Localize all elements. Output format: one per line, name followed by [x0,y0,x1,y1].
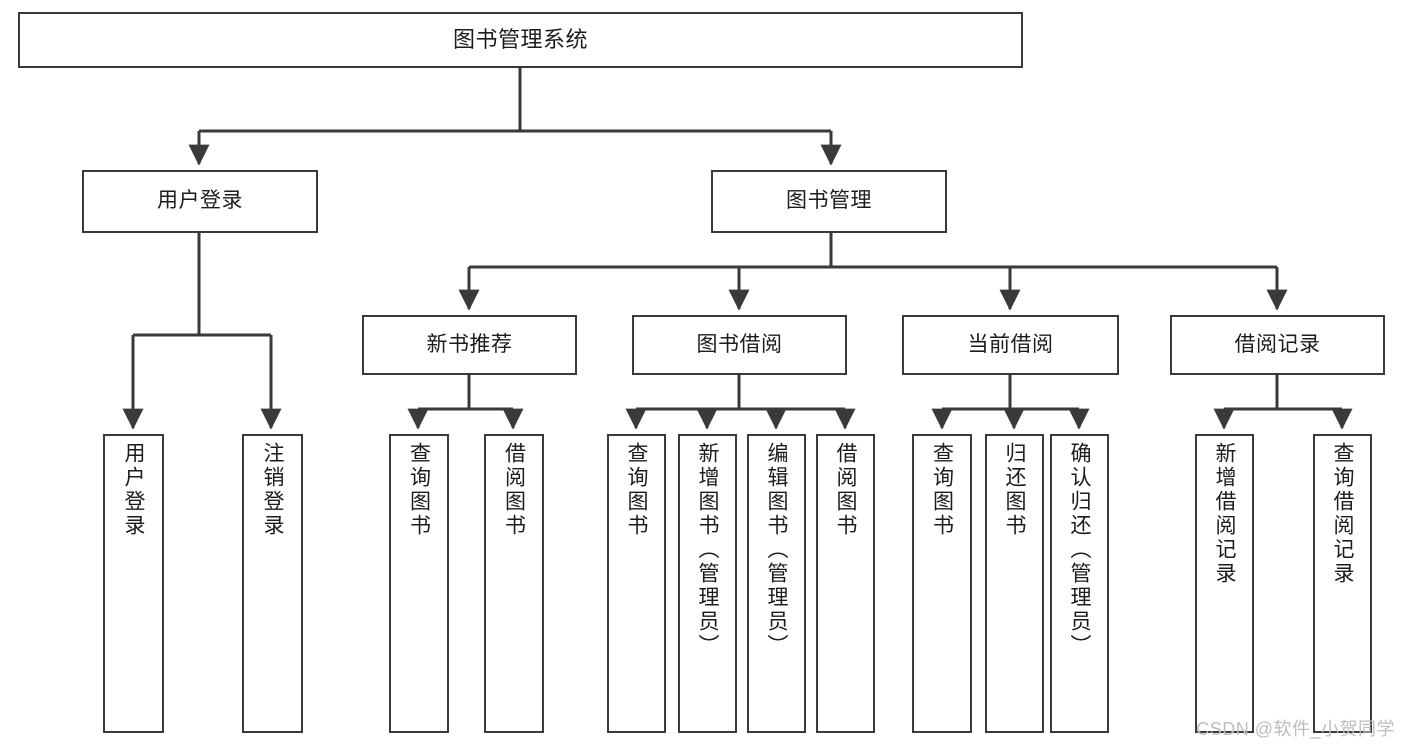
node-book-borrow[interactable]: 图书借阅 [632,315,847,375]
leaf-user-login[interactable]: 用户登录 [103,434,164,733]
node-label: 查询图书 [625,442,648,538]
leaf-add-book-admin[interactable]: 新增图书（管理员） [678,434,737,733]
node-label: 图书管理 [786,189,872,213]
leaf-query-book-new-rec[interactable]: 查询图书 [389,434,449,733]
node-label: 图书借阅 [696,332,783,356]
leaf-logout-login[interactable]: 注销登录 [242,434,303,733]
node-label: 借阅图书 [834,442,857,538]
node-label: 新书推荐 [426,332,513,356]
leaf-return-book[interactable]: 归还图书 [985,434,1044,733]
node-label: 确认归还（管理员） [1068,442,1091,658]
node-label: 注销登录 [261,442,284,538]
leaf-borrow-book-new-rec[interactable]: 借阅图书 [484,434,544,733]
node-label: 查询图书 [930,442,954,538]
node-current-borrow[interactable]: 当前借阅 [902,315,1119,375]
leaf-query-borrow-record[interactable]: 查询借阅记录 [1313,434,1372,733]
leaf-edit-book-admin[interactable]: 编辑图书（管理员） [747,434,806,733]
node-label: 归还图书 [1003,442,1026,538]
node-label: 查询图书 [407,442,431,538]
node-label: 借阅图书 [502,442,526,538]
leaf-query-book-borrow[interactable]: 查询图书 [607,434,666,733]
node-label: 新增图书（管理员） [696,442,719,658]
node-root-book-management-system[interactable]: 图书管理系统 [18,12,1023,68]
leaf-add-borrow-record[interactable]: 新增借阅记录 [1195,434,1254,733]
node-label: 用户登录 [122,442,145,538]
leaf-borrow-book-borrow[interactable]: 借阅图书 [816,434,875,733]
node-label: 查询借阅记录 [1331,442,1354,586]
leaf-query-book-current[interactable]: 查询图书 [912,434,972,733]
leaf-confirm-return-admin[interactable]: 确认归还（管理员） [1050,434,1109,733]
node-new-book-recommend[interactable]: 新书推荐 [362,315,577,375]
node-label: 编辑图书（管理员） [765,442,788,658]
node-label: 当前借阅 [967,332,1054,356]
watermark: CSDN @软件_小贺同学 [1196,719,1395,739]
node-label: 用户登录 [157,189,243,213]
node-borrow-record[interactable]: 借阅记录 [1170,315,1385,375]
node-user-login[interactable]: 用户登录 [82,170,318,233]
node-book-manage[interactable]: 图书管理 [711,170,947,233]
node-label: 新增借阅记录 [1213,442,1236,586]
node-label: 借阅记录 [1234,332,1321,356]
node-label: 图书管理系统 [452,27,588,53]
